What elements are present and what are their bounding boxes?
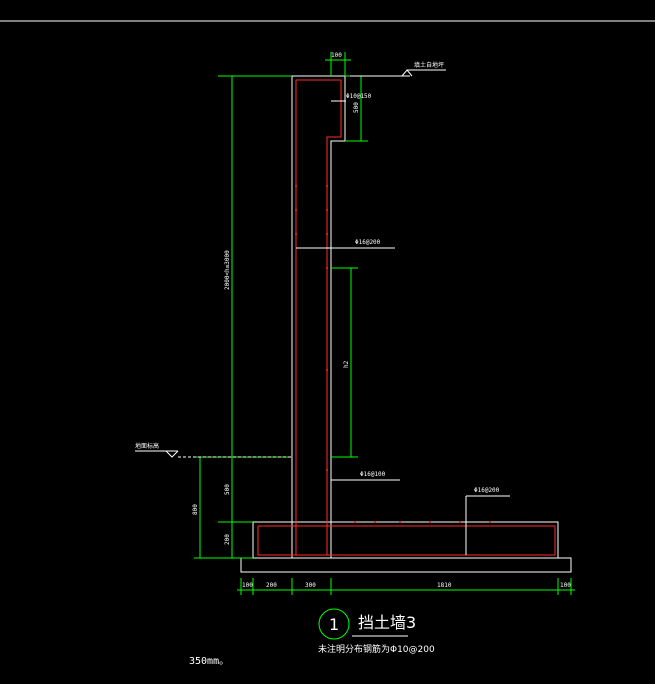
dim-h2: h2 <box>343 360 350 368</box>
dim-bottom-200: 200 <box>266 582 277 589</box>
label-fill-top: 填土自地坪 <box>414 61 444 69</box>
dim-bottom-100-right: 100 <box>560 582 571 589</box>
rebar-base: Φ16@200 <box>474 487 500 494</box>
dim-bottom-100-left: 100 <box>242 582 253 589</box>
top-grade-marker <box>350 69 446 77</box>
rebar-lines <box>257 79 556 556</box>
dim-base-thickness: 200 <box>224 534 231 545</box>
dim-lower-segment: 500 <box>224 484 231 495</box>
bottom-dimension <box>237 578 575 595</box>
rebar-top: Φ10@150 <box>346 93 372 100</box>
rebar-wall: Φ16@200 <box>355 239 381 246</box>
rebar-leaders <box>296 100 510 555</box>
drawing-title: 挡土墙3 <box>358 613 416 632</box>
footer-note: 350mm。 <box>189 656 229 667</box>
drawing-note: 未注明分布钢筋为Φ10@200 <box>318 643 435 655</box>
dim-bottom-300: 300 <box>305 582 316 589</box>
detail-circle <box>318 608 350 640</box>
detail-number: 1 <box>329 615 339 634</box>
wall-outline <box>240 75 572 573</box>
dim-top-width: 100 <box>331 52 342 59</box>
left-dimension <box>194 75 292 559</box>
dim-bottom-main: 1810 <box>437 582 452 589</box>
rebar-lower: Φ16@100 <box>360 471 386 478</box>
top-dimension <box>325 52 351 76</box>
dim-total-lower: 800 <box>192 504 199 515</box>
label-ground: 地面标高 <box>135 442 159 450</box>
h2-dimension <box>331 267 358 458</box>
dim-upper-segment: 500 <box>353 102 360 113</box>
ground-level-marker <box>135 450 292 458</box>
dim-wall-height: 2000<h≤3000 <box>224 250 231 290</box>
